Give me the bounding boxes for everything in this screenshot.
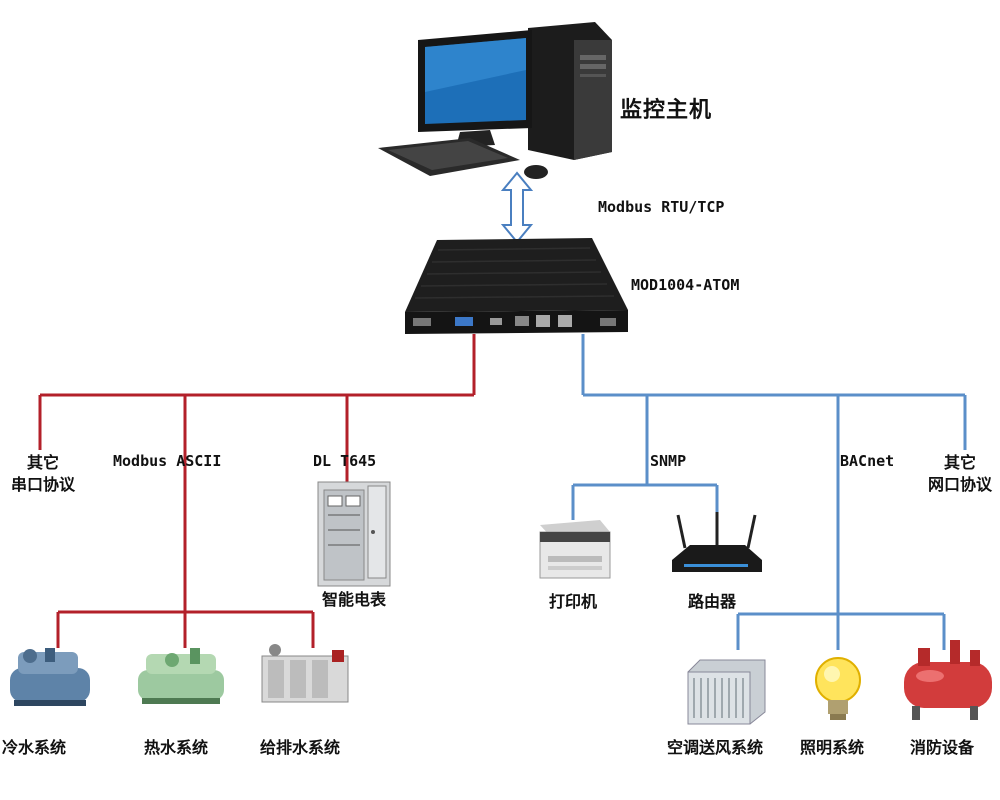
network-connection-lines bbox=[571, 334, 967, 650]
modbus-rtu-tcp-label: Modbus RTU/TCP bbox=[598, 198, 725, 216]
bidirectional-arrow-icon bbox=[500, 171, 534, 244]
computer-icon bbox=[378, 22, 612, 179]
other-serial-line1: 其它 bbox=[26, 453, 59, 472]
gateway-label: MOD1004-ATOM bbox=[631, 276, 740, 294]
chiller-unit-icon bbox=[10, 648, 90, 706]
other-serial-line2: 串口协议 bbox=[10, 475, 75, 494]
serial-connection-lines bbox=[38, 334, 476, 648]
air-handling-label: 空调送风系统 bbox=[667, 738, 764, 757]
lighting-label: 照明系统 bbox=[800, 738, 865, 757]
modbus-ascii-label: Modbus ASCII bbox=[113, 452, 222, 470]
other-net-line2: 网口协议 bbox=[927, 475, 992, 494]
bacnet-label: BACnet bbox=[840, 452, 895, 470]
router-label: 路由器 bbox=[688, 592, 737, 611]
water-supply-label: 给排水系统 bbox=[260, 738, 341, 757]
water-supply-icon bbox=[261, 644, 349, 703]
air-handling-unit-icon bbox=[687, 659, 766, 725]
heater-unit-icon bbox=[138, 648, 224, 704]
other-net-line1: 其它 bbox=[943, 453, 976, 472]
heater-label: 热水系统 bbox=[144, 738, 209, 757]
gateway-device-icon bbox=[405, 238, 628, 334]
light-bulb-icon bbox=[815, 657, 861, 720]
smart-meter-label: 智能电表 bbox=[322, 590, 387, 609]
other-serial-protocol-label: 其它 串口协议 bbox=[0, 452, 86, 496]
dl-t645-label: DL T645 bbox=[313, 452, 377, 470]
fire-equipment-icon bbox=[904, 640, 992, 720]
other-net-protocol-label: 其它 网口协议 bbox=[920, 452, 1000, 496]
printer-label: 打印机 bbox=[549, 592, 598, 611]
router-icon bbox=[672, 512, 762, 572]
chiller-label: 冷水系统 bbox=[2, 738, 67, 757]
printer-icon bbox=[539, 520, 611, 579]
smart-meter-icon bbox=[317, 481, 391, 587]
fire-equipment-label: 消防设备 bbox=[910, 738, 975, 757]
host-label: 监控主机 bbox=[620, 98, 713, 123]
snmp-label: SNMP bbox=[650, 452, 687, 470]
